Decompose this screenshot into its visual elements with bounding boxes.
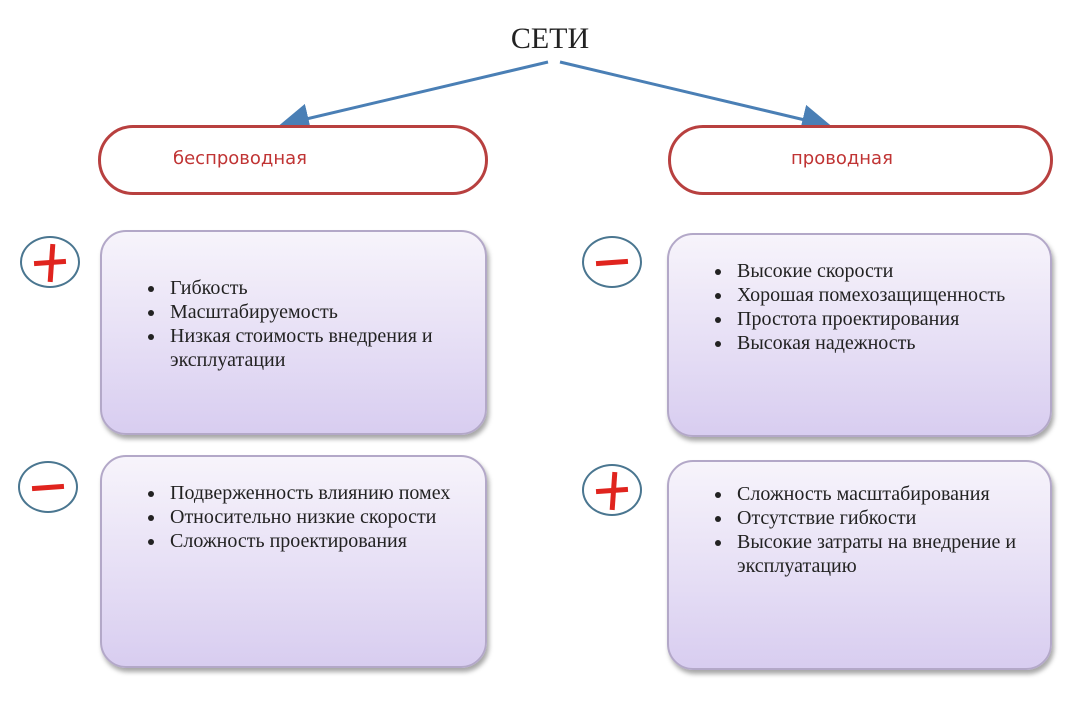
list-item: Низкая стоимость внедрения и эксплуатаци… (166, 324, 485, 372)
list-item: Сложность проектирования (166, 529, 485, 553)
wireless-label: беспроводная (173, 148, 307, 169)
list-item: Масштабируемость (166, 300, 485, 324)
wireless-cons-box: Подверженность влиянию помехОтносительно… (100, 455, 487, 668)
wired-label: проводная (791, 148, 893, 169)
list-item: Гибкость (166, 276, 485, 300)
plus-icon (20, 236, 80, 288)
diagram-title: СЕТИ (510, 22, 590, 55)
arrow-left (279, 60, 549, 134)
arrow-right (559, 60, 832, 135)
wired-node: проводная (668, 125, 1053, 195)
wireless-pros-box: ГибкостьМасштабируемостьНизкая стоимость… (100, 230, 487, 435)
minus-icon (18, 461, 78, 513)
list-item: Высокие затраты на внедрение и эксплуата… (733, 530, 1050, 578)
list-item: Высокая надежность (733, 331, 1050, 355)
plus-icon (582, 464, 642, 516)
wired-bottom-box: Сложность масштабированияОтсутствие гибк… (667, 460, 1052, 670)
list-item: Высокие скорости (733, 259, 1050, 283)
wired-top-box: Высокие скоростиХорошая помехозащищеннос… (667, 233, 1052, 437)
list-item: Сложность масштабирования (733, 482, 1050, 506)
wireless-node: беспроводная (98, 125, 488, 195)
list-item: Отсутствие гибкости (733, 506, 1050, 530)
minus-icon (582, 236, 642, 288)
list-item: Подверженность влиянию помех (166, 481, 485, 505)
list-item: Хорошая помехозащищенность (733, 283, 1050, 307)
list-item: Простота проектирования (733, 307, 1050, 331)
list-item: Относительно низкие скорости (166, 505, 485, 529)
